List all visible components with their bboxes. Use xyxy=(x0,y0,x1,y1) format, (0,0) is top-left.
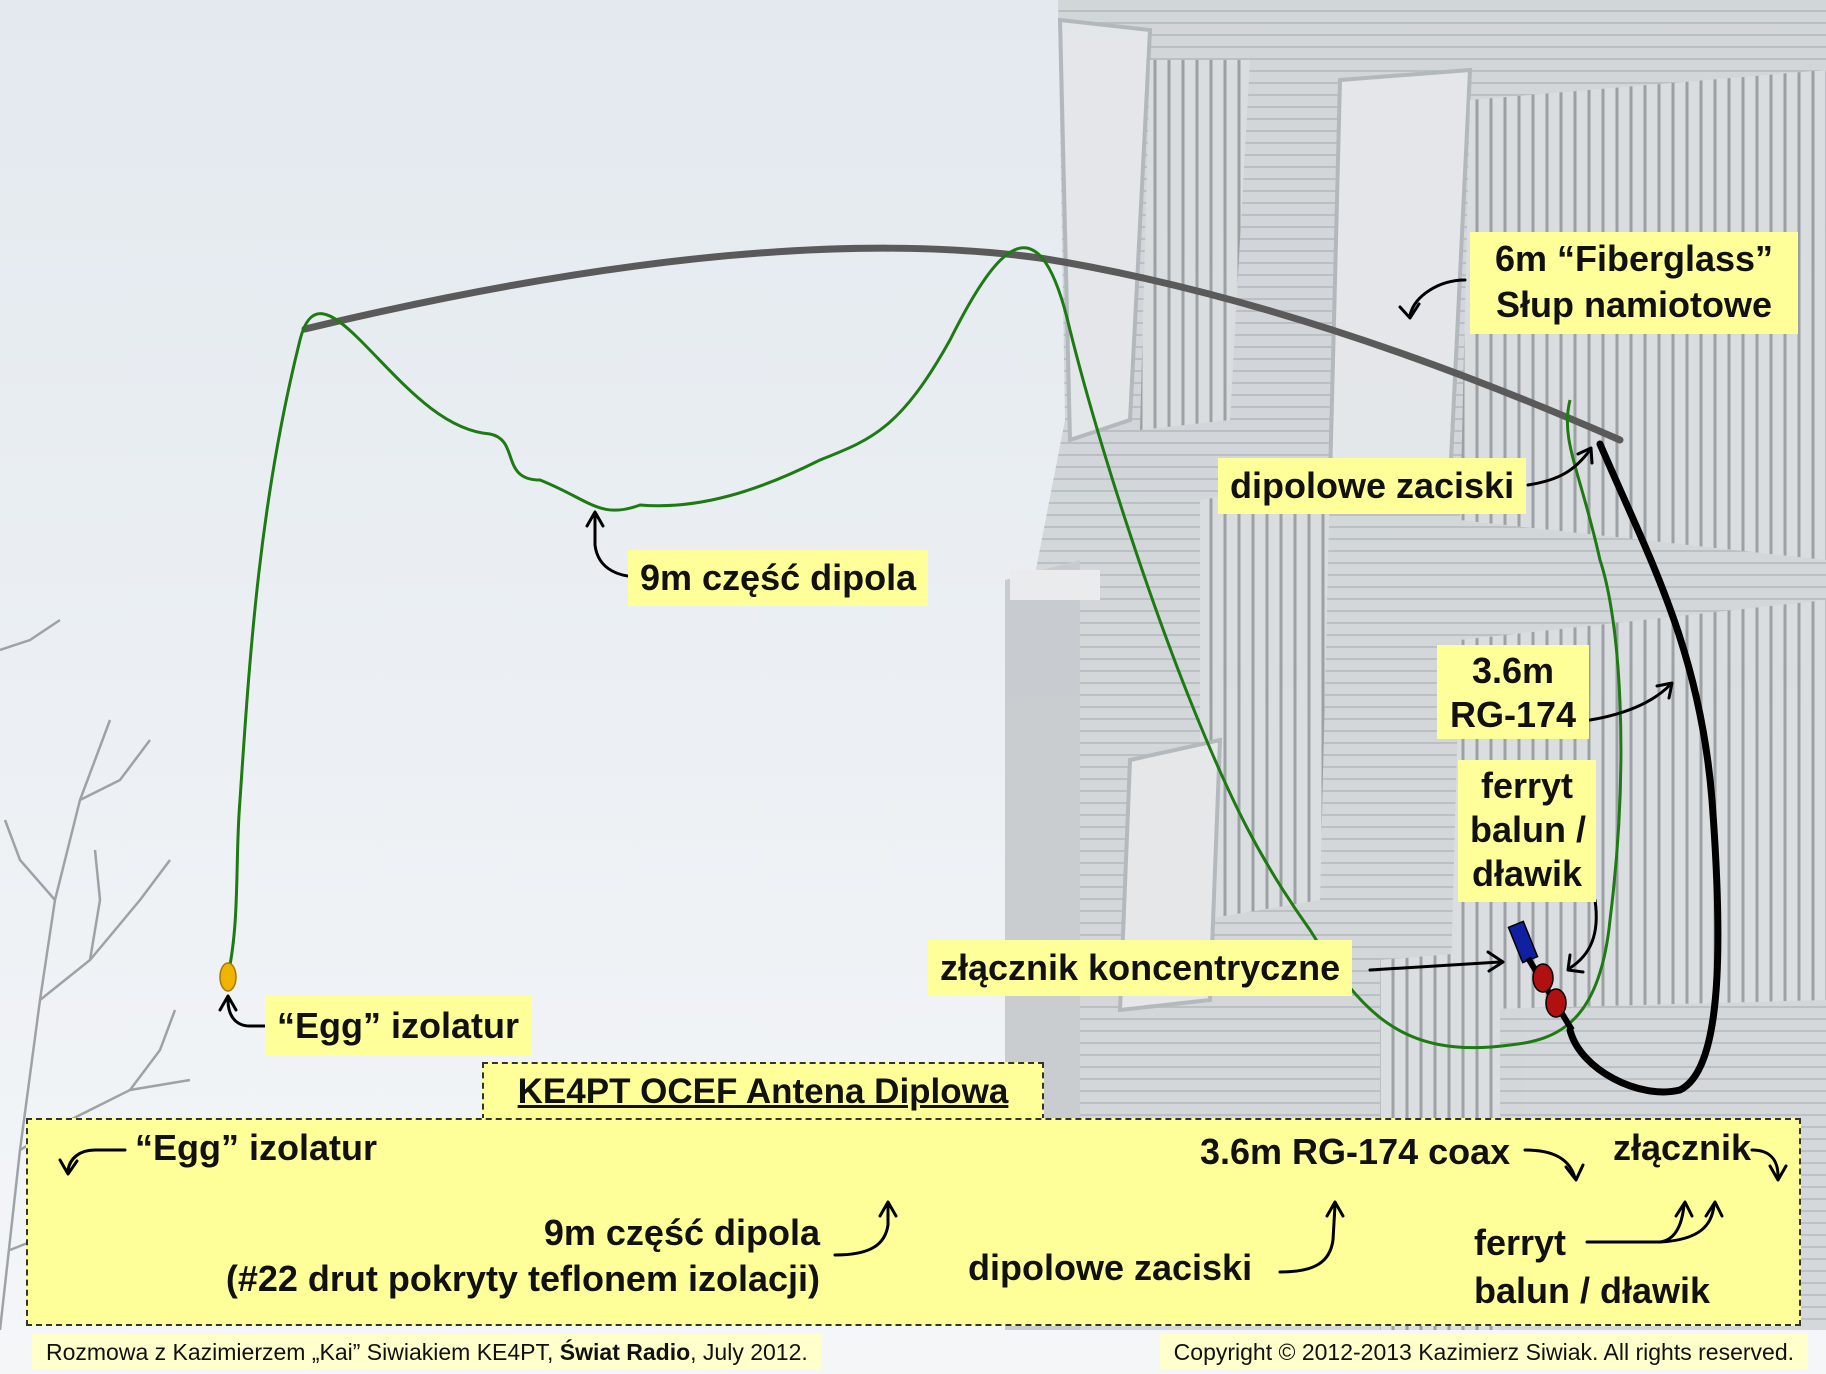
label-ferrite-photo: ferryt balun / dławik xyxy=(1458,760,1596,902)
label-fiberglass-pole-line1: 6m “Fiberglass” xyxy=(1494,238,1774,279)
callout-arrows xyxy=(218,278,1674,1028)
diagram-title: KE4PT OCEF Antena Diplowa xyxy=(517,1072,1009,1111)
footer-left-bold: Świat Radio xyxy=(559,1339,691,1365)
schematic-connector-label: złącznik xyxy=(1613,1127,1752,1168)
label-connector-photo: złącznik koncentryczne xyxy=(928,940,1353,996)
footer-left-prefix: Rozmowa z Kazimierzem „Kai” Siwiakiem KE… xyxy=(46,1339,560,1365)
schematic-dipole-part-line2: (#22 drut pokryty teflonem izolacji) xyxy=(225,1258,820,1299)
label-egg-insulator-photo: “Egg” izolatur xyxy=(265,996,531,1056)
ferrite-bead-top xyxy=(1532,963,1554,993)
schematic-ferrite-line1: ferryt xyxy=(1474,1222,1567,1263)
tree-branches xyxy=(0,618,191,1331)
label-dipole-clamps-photo: dipolowe zaciski xyxy=(1218,458,1527,514)
footer-left: Rozmowa z Kazimierzem „Kai” Siwiakiem KE… xyxy=(32,1334,822,1370)
fiberglass-pole xyxy=(301,244,1624,444)
footer-left-suffix: , July 2012. xyxy=(690,1339,808,1365)
label-fiberglass-pole: 6m “Fiberglass” Słup namiotowe xyxy=(1470,232,1798,334)
schematic-dipole-clamps-label: dipolowe zaciski xyxy=(968,1247,1253,1288)
label-dipole-part-photo: 9m część dipola xyxy=(628,550,929,606)
footer-right: Copyright © 2012-2013 Kazimierz Siwiak. … xyxy=(1159,1334,1808,1370)
coax-cable xyxy=(1566,440,1722,1096)
schematic-ferrite-line2: balun / dławik xyxy=(1474,1270,1711,1311)
diagram-title-tab: KE4PT OCEF Antena Diplowa xyxy=(482,1062,1044,1120)
dipole-wire xyxy=(226,246,1623,1050)
egg-insulator xyxy=(219,962,237,992)
label-ferrite-photo-line2: balun / xyxy=(1470,809,1586,850)
schematic-panel xyxy=(26,1118,1801,1326)
label-ferrite-photo-line3: dławik xyxy=(1471,853,1583,894)
label-coax-photo-line2: RG-174 xyxy=(1449,694,1577,735)
label-coax-photo-line1: 3.6m xyxy=(1471,650,1555,691)
schematic-dipole-part-line1: 9m część dipola xyxy=(543,1212,820,1253)
schematic-egg-label: “Egg” izolatur xyxy=(135,1127,377,1168)
footer-copyright: Copyright © 2012-2013 Kazimierz Siwiak. … xyxy=(1173,1339,1794,1365)
schematic-coax-label: 3.6m RG-174 coax xyxy=(1200,1131,1511,1172)
ferrite-bead-bottom xyxy=(1545,988,1567,1018)
label-ferrite-photo-line1: ferryt xyxy=(1480,765,1574,806)
label-fiberglass-pole-line2: Słup namiotowe xyxy=(1495,284,1772,325)
label-coax-photo: 3.6m RG-174 xyxy=(1437,645,1589,739)
